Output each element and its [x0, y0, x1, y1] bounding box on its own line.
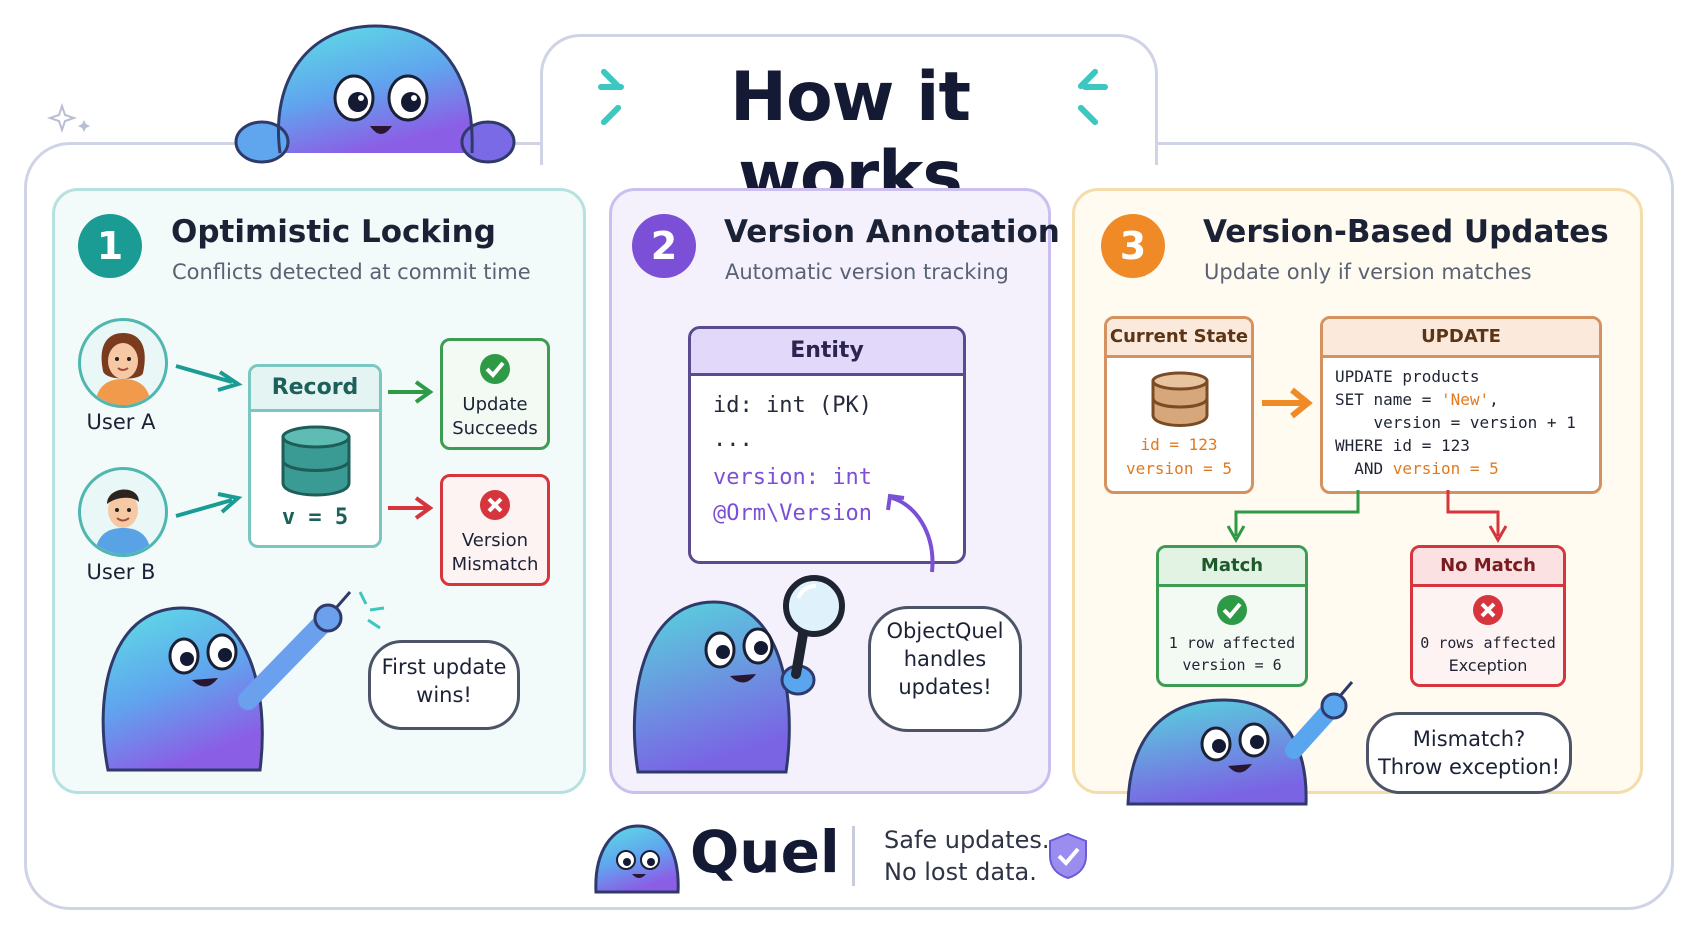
bubble-line1: First update: [381, 655, 507, 679]
state-version: version = 5: [1126, 459, 1232, 478]
match-line2: version = 6: [1182, 656, 1282, 674]
sql-line-1: UPDATE products: [1335, 367, 1480, 386]
version-mismatch-box: Version Mismatch: [440, 474, 550, 586]
speech-bubble: ObjectQuel handles updates!: [868, 606, 1022, 732]
arrow-icon: [388, 380, 434, 404]
user-b-avatar: [78, 467, 168, 557]
magnifier-icon: [783, 575, 845, 679]
sql-line-4: WHERE id = 123: [1335, 436, 1470, 455]
record-header: Record: [251, 367, 379, 412]
step-number-2: 2: [632, 214, 696, 278]
mascot-icon: [632, 600, 816, 774]
step-number-1: 1: [78, 214, 142, 278]
no-match-box: No Match 0 rows affected Exception: [1410, 545, 1566, 687]
cross-icon: [1473, 595, 1503, 625]
brand-name: Quel: [690, 818, 840, 886]
spark-tick: [598, 84, 624, 90]
spark-tick: [1082, 84, 1108, 90]
mascot-icon: [234, 24, 516, 164]
check-icon: [1217, 595, 1247, 625]
user-b-label: User B: [86, 560, 156, 584]
arrow-icon: [1262, 387, 1313, 419]
sql-line-2: SET name = 'New',: [1335, 390, 1499, 409]
panel-subtitle: Automatic version tracking: [725, 260, 1009, 284]
entity-header: Entity: [691, 329, 963, 376]
check-icon: [480, 354, 510, 384]
record-version: v = 5: [281, 505, 349, 530]
no-match-line2: Exception: [1448, 656, 1528, 675]
bubble-line2: wins!: [416, 683, 472, 707]
user-a-avatar: [78, 318, 168, 408]
sparkle-lines: [358, 591, 385, 630]
panel-title: Version Annotation: [724, 214, 1060, 250]
no-match-line1: 0 rows affected: [1420, 634, 1556, 652]
state-id: id = 123: [1140, 435, 1218, 454]
panel-title: Optimistic Locking: [171, 214, 496, 250]
match-line1: 1 row affected: [1168, 634, 1296, 652]
current-state-box: Current State id = 123 version = 5: [1104, 316, 1254, 494]
quel-logo-icon: [594, 824, 680, 894]
state-header: Current State: [1107, 319, 1251, 358]
branch-arrow-icon: [1226, 490, 1360, 544]
bubble-line2: Throw exception!: [1377, 755, 1561, 779]
step-number-3: 3: [1101, 214, 1165, 278]
database-icon: [1151, 371, 1209, 427]
footer-tagline-1: Safe updates.: [884, 826, 1050, 854]
update-succeeds-box: Update Succeeds: [440, 338, 550, 450]
bubble-line1: ObjectQuel: [886, 619, 1004, 643]
panel-subtitle: Conflicts detected at commit time: [172, 260, 531, 284]
arrow-icon: [175, 492, 243, 518]
bubble-line2: handles: [903, 647, 987, 671]
fail-line2: Mismatch: [451, 554, 539, 575]
footer-tagline-2: No lost data.: [884, 858, 1037, 886]
success-line2: Succeeds: [452, 418, 538, 439]
entity-box: Entity id: int (PK) ... version: int @Or…: [688, 326, 966, 564]
arrow-icon: [175, 364, 243, 392]
sparkle-icon: [46, 102, 90, 134]
fail-line1: Version: [461, 530, 529, 551]
footer-divider: [852, 826, 855, 886]
database-icon: [281, 425, 351, 497]
branch-arrow-icon: [1446, 490, 1508, 544]
speech-bubble: First update wins!: [368, 640, 520, 730]
mascot-icon: [1126, 681, 1354, 806]
record-box: Record v = 5: [248, 364, 382, 548]
curved-arrow-icon: [886, 493, 935, 573]
shield-check-icon: [1049, 832, 1087, 880]
panel-subtitle: Update only if version matches: [1204, 260, 1532, 284]
entity-line-annotation: @Orm\Version: [713, 501, 872, 526]
match-box: Match 1 row affected version = 6: [1156, 545, 1308, 687]
match-header: Match: [1159, 548, 1305, 587]
sql-line-3: version = version + 1: [1335, 413, 1576, 432]
success-line1: Update: [462, 394, 528, 415]
cross-icon: [480, 490, 510, 520]
entity-line-version: version: int: [713, 465, 872, 490]
mascot-icon: [101, 591, 352, 772]
entity-line-id: id: int (PK): [713, 393, 872, 418]
bubble-line3: updates!: [898, 675, 992, 699]
speech-bubble: Mismatch? Throw exception!: [1366, 712, 1572, 794]
no-match-header: No Match: [1413, 548, 1563, 587]
user-a-label: User A: [86, 410, 156, 434]
entity-line-ellipsis: ...: [713, 427, 753, 452]
update-header: UPDATE: [1323, 319, 1599, 358]
panel-title: Version-Based Updates: [1203, 214, 1609, 250]
arrow-icon: [388, 496, 434, 520]
sql-line-5: AND version = 5: [1335, 459, 1499, 478]
bubble-line1: Mismatch?: [1412, 727, 1526, 751]
update-statement-box: UPDATE UPDATE products SET name = 'New',…: [1320, 316, 1602, 494]
